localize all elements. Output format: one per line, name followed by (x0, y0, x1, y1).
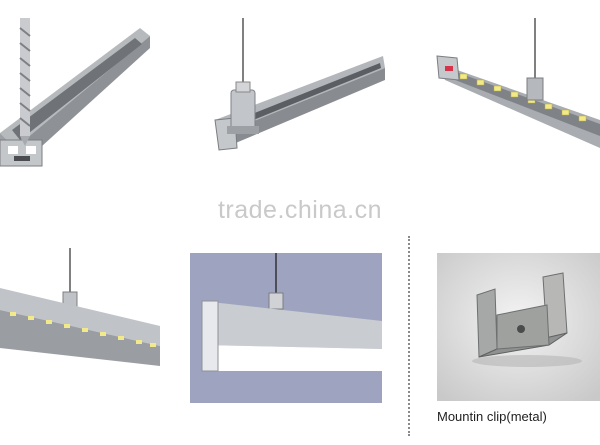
suspended-profile-leds-illustration (0, 248, 160, 366)
photo-mounting-clip (437, 253, 600, 401)
photo-profile-drill (0, 18, 160, 168)
photo-profile-led-strip (425, 18, 600, 178)
photo-suspended-profile-leds (0, 248, 160, 378)
photo-profile-suspension (205, 18, 390, 168)
mounting-clip-caption: Mountin clip(metal) (437, 409, 547, 424)
mounting-clip-illustration (437, 253, 600, 401)
profile-led-strip-illustration (436, 18, 600, 148)
watermark-text: trade.china.cn (217, 196, 383, 224)
profile-drill-illustration (0, 18, 150, 167)
profile-suspension-illustration (214, 18, 385, 151)
suspended-profile-diffuser-illustration (190, 253, 382, 403)
dotted-divider (408, 236, 410, 436)
photo-suspended-profile-diffuser (190, 253, 382, 403)
